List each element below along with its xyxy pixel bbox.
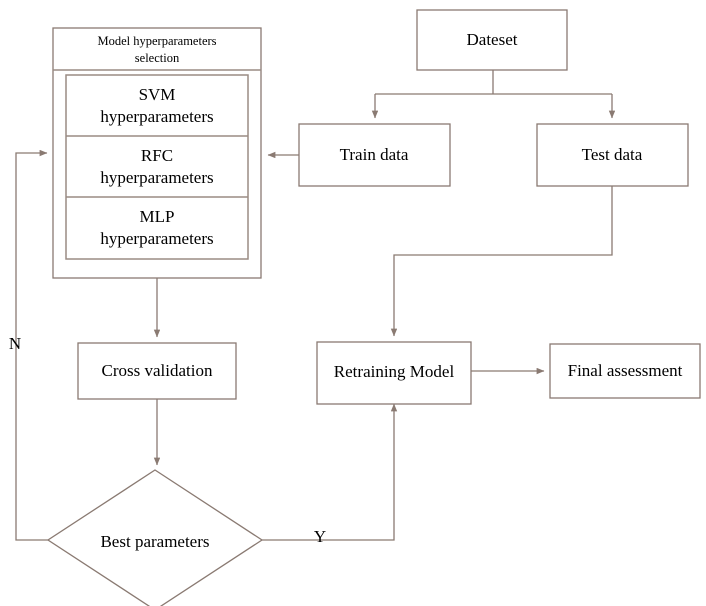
node-rfc-label-line1: RFC [141,146,173,165]
node-final-assessment-label: Final assessment [568,361,683,380]
node-cross-validation-box [77,342,237,400]
node-best-parameters[interactable]: Best parameters [46,469,264,606]
node-best-parameters-label: Best parameters [100,532,209,551]
edge-best-parameters-yes-to-retraining-model [262,403,398,541]
hyperparameters-group-title-line2: selection [135,51,180,65]
node-retraining-model-box [316,341,472,405]
node-hyperparameters-group[interactable]: Model hyperparameters selection SVM hype… [52,27,262,279]
edge-test-data-to-retraining-model [390,186,613,337]
node-test-data[interactable]: Test data [536,123,689,187]
node-best-parameters-diamond [46,469,264,606]
node-final-assessment[interactable]: Final assessment [549,343,701,399]
node-train-data[interactable]: Train data [298,123,451,187]
node-svm-hyperparameters[interactable]: SVM hyperparameters [100,85,213,126]
node-rfc-hyperparameters[interactable]: RFC hyperparameters [100,146,213,187]
node-mlp-label-line2: hyperparameters [100,229,213,248]
node-test-data-label: Test data [582,145,643,164]
edge-label-yes: Y [314,527,326,546]
node-dataset[interactable]: Dateset [416,9,568,71]
node-cross-validation[interactable]: Cross validation [77,342,237,400]
hyperparameters-stack-frame [65,74,249,260]
node-test-data-box [536,123,689,187]
node-mlp-label-line1: MLP [140,207,175,226]
node-train-data-box [298,123,451,187]
node-rfc-label-line2: hyperparameters [100,168,213,187]
node-retraining-model[interactable]: Retraining Model [316,341,472,405]
node-dataset-label: Dateset [467,30,518,49]
node-dataset-box [416,9,568,71]
node-cross-validation-label: Cross validation [102,361,213,380]
edge-best-parameters-no-to-hyperparameters [15,149,48,541]
node-svm-label-line1: SVM [139,85,176,104]
node-final-assessment-box [549,343,701,399]
node-train-data-label: Train data [340,145,409,164]
edge-label-no: N [9,334,21,353]
node-svm-label-line2: hyperparameters [100,107,213,126]
node-mlp-hyperparameters[interactable]: MLP hyperparameters [100,207,213,248]
node-retraining-model-label: Retraining Model [334,362,455,381]
hyperparameters-group-title-line1: Model hyperparameters [97,34,216,48]
